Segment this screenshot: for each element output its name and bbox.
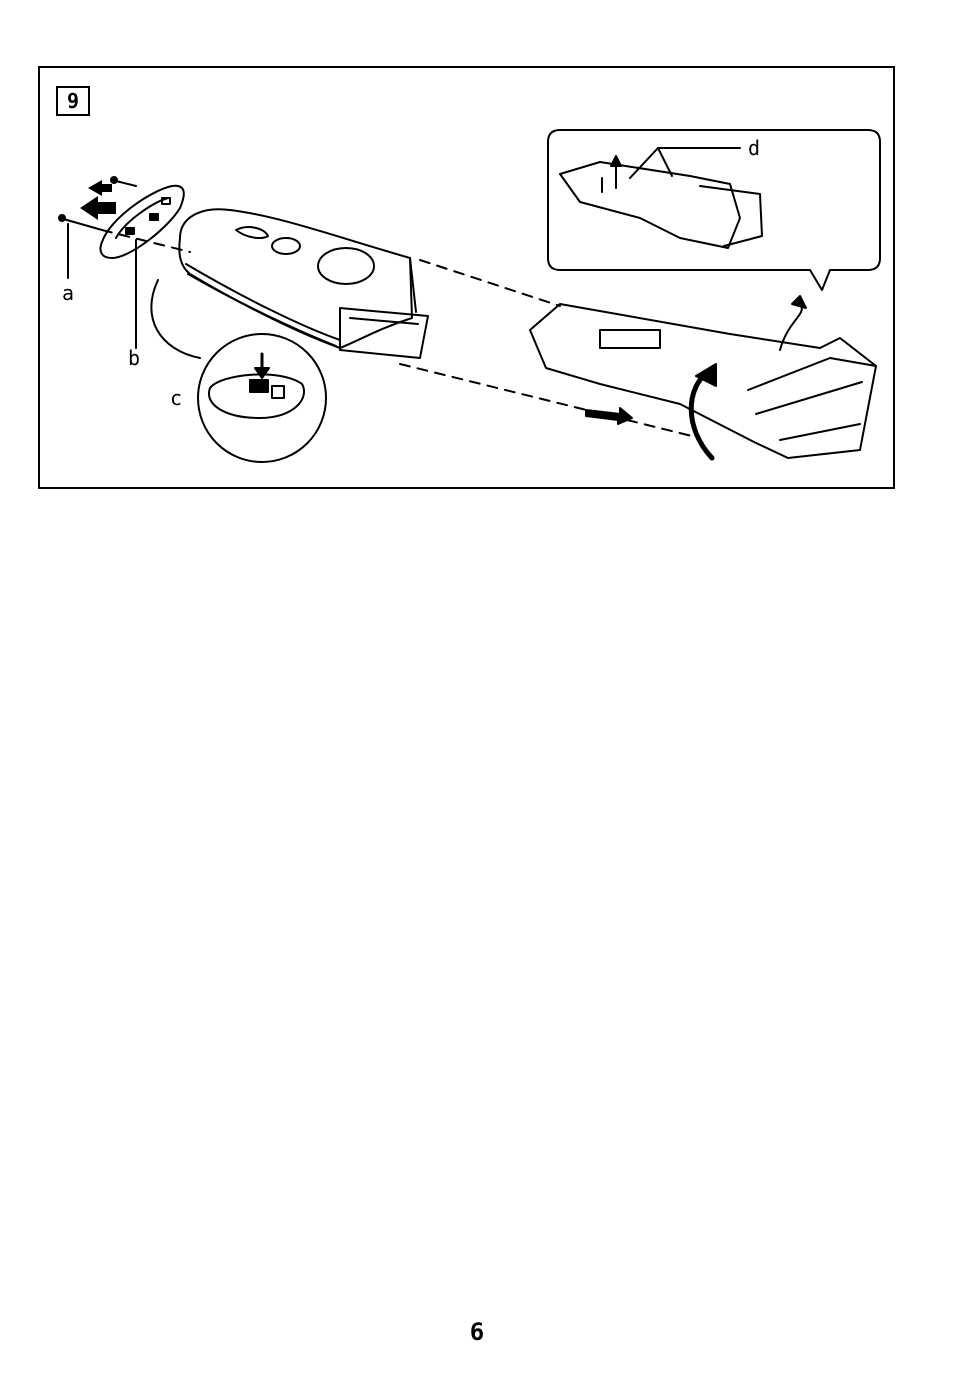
label-d: d — [748, 138, 760, 158]
page-number: 6 — [0, 1318, 954, 1346]
label-c: c — [170, 388, 182, 408]
step-number-box: 9 — [56, 86, 90, 116]
label-b: b — [128, 348, 140, 368]
shaver-housing-part — [179, 209, 428, 358]
label-a: a — [62, 283, 74, 303]
slide-arrow-icon — [586, 408, 632, 424]
detail-callout-c — [151, 280, 326, 462]
illustration-figure: 9 a b c d — [38, 66, 895, 489]
detail-inset-d — [548, 130, 880, 290]
alignment-lines — [102, 230, 700, 438]
shaver-disassembly-drawing — [40, 68, 893, 487]
arrow-left-icon — [80, 180, 116, 220]
